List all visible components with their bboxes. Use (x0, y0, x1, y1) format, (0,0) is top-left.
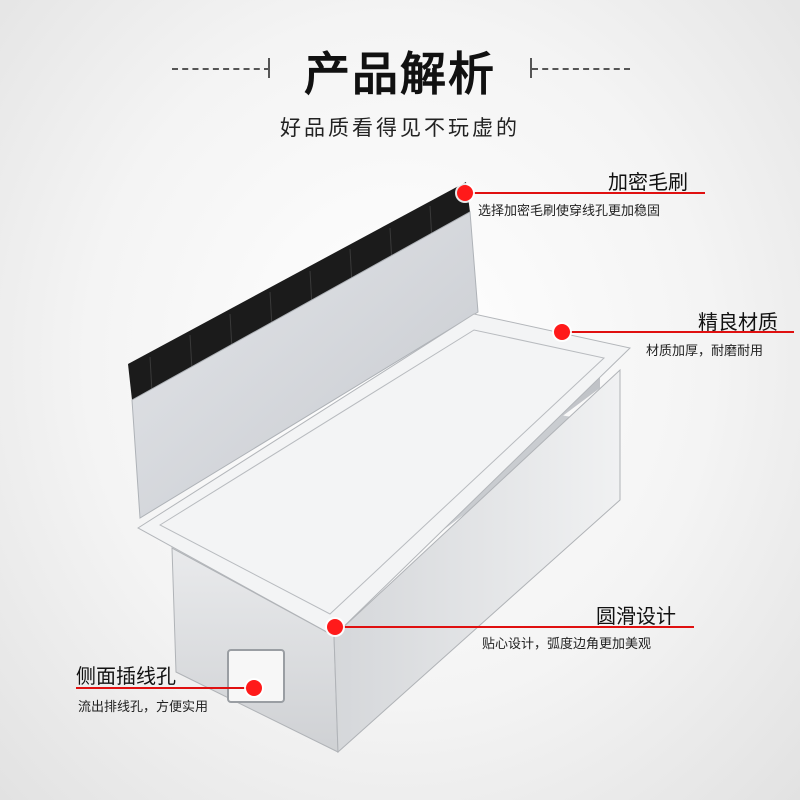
callout-material-desc: 材质加厚，耐磨耐用 (646, 344, 764, 359)
callout-material-title: 精良材质 (698, 310, 778, 334)
box-right (333, 368, 621, 754)
callout-side-hole-red-dot-icon (246, 680, 262, 696)
callout-smooth-line (336, 626, 694, 628)
lid-plate (131, 211, 479, 519)
title-divider-tick-left (268, 58, 270, 78)
page-subtitle: 好品质看得见不玩虚的 (280, 116, 520, 140)
title-divider-right (532, 68, 630, 70)
callout-brush-line (465, 192, 705, 194)
header: 产品解析 好品质看得见不玩虚的 (0, 0, 800, 150)
callout-brush-title: 加密毛刷 (608, 170, 688, 194)
callout-smooth-red-dot-icon (327, 619, 343, 635)
page-title: 产品解析 (304, 47, 496, 101)
side-cable-hole (227, 649, 285, 703)
callout-brush-desc: 选择加密毛刷使穿线孔更加稳固 (478, 204, 661, 219)
brush-strip (128, 182, 470, 400)
callout-material-red-dot-icon (554, 324, 570, 340)
callout-side-hole-line (76, 687, 254, 689)
callout-smooth-desc: 贴心设计，弧度边角更加美观 (482, 637, 652, 652)
callout-side-hole-desc: 流出排线孔，方便实用 (78, 700, 209, 715)
callout-side-hole-title: 侧面插线孔 (76, 664, 176, 688)
title-divider-tick-right (530, 58, 532, 78)
callout-material-line (562, 331, 794, 333)
callout-smooth-title: 圆滑设计 (596, 604, 676, 628)
callout-brush-red-dot-icon (457, 185, 473, 201)
title-divider-left (172, 68, 270, 70)
